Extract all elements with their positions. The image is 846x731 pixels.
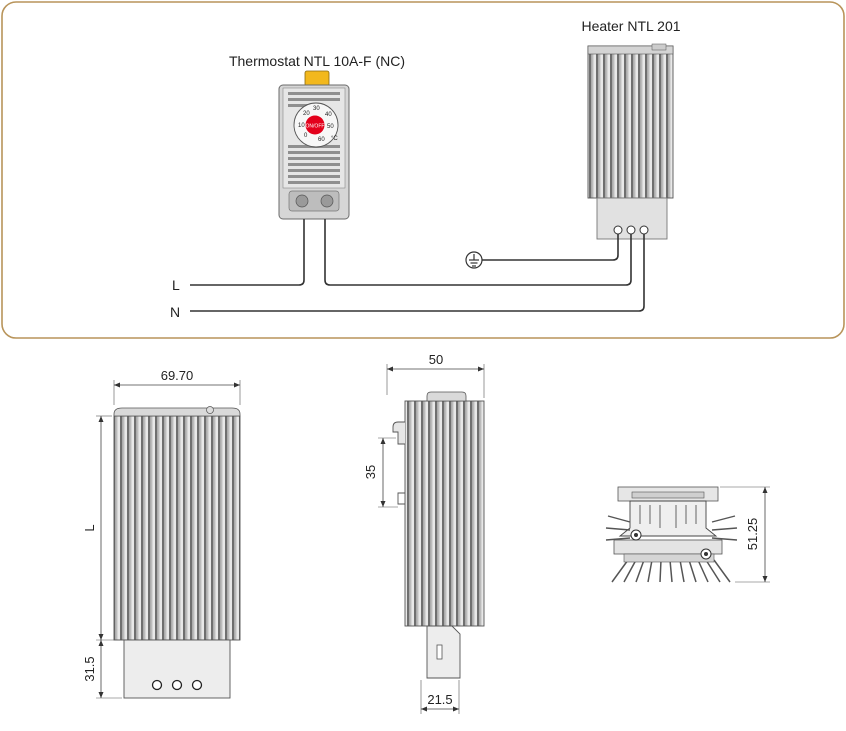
dial-number: 30 <box>313 106 320 112</box>
front-terminal-1-icon <box>151 679 163 691</box>
end-height-dimension: 51.25 <box>745 518 760 551</box>
wire-ground-to-heater <box>482 234 619 261</box>
heater-label: Heater NTL 201 <box>581 18 680 34</box>
heater-terminal-2-icon <box>626 225 636 235</box>
front-terminal-2-icon <box>171 679 183 691</box>
thermostat-device: ON/OFF 20 30 40 10 50 0 60 °C <box>278 70 350 220</box>
thermostat-clip-tab-icon <box>304 70 330 87</box>
front-view-drawing: 69.70 L 31.5 <box>82 368 241 699</box>
side-din-clip <box>392 421 405 445</box>
wires <box>190 219 645 312</box>
front-width-dimension: 69.70 <box>161 368 194 383</box>
heater-device <box>587 43 674 240</box>
dial-number: 20 <box>303 111 310 117</box>
thermostat-label: Thermostat NTL 10A-F (NC) <box>229 53 405 69</box>
front-terminal-height-dimension: 31.5 <box>82 656 97 681</box>
wire-thermostat-to-heater <box>324 219 632 286</box>
dial-center-label: ON/OFF <box>306 124 325 130</box>
front-terminal-3-icon <box>191 679 203 691</box>
thermostat-terminal-left-icon <box>295 194 309 208</box>
wiring-panel-frame <box>1 1 845 339</box>
line-n-label: N <box>170 304 180 320</box>
end-profile-body <box>618 500 718 537</box>
side-terminal-block <box>426 625 461 679</box>
front-heatsink-body <box>113 415 241 641</box>
end-side-fins <box>605 515 738 541</box>
end-view-drawing: 51.25 <box>605 486 770 583</box>
dial-number: 40 <box>325 112 332 118</box>
heater-terminal-1-icon <box>613 225 623 235</box>
wire-n-to-heater <box>190 234 645 312</box>
thermostat-dial-knob-icon <box>305 115 325 135</box>
side-view-drawing: 50 35 21.5 <box>363 352 485 714</box>
ground-symbol-icon <box>465 251 483 269</box>
dial-number: 10 <box>298 123 305 129</box>
line-l-label: L <box>172 277 180 293</box>
front-length-dimension: L <box>82 524 97 531</box>
heater-terminal-block <box>596 197 668 240</box>
heater-terminal-3-icon <box>639 225 649 235</box>
dial-unit: °C <box>331 136 338 142</box>
dial-number: 60 <box>318 137 325 143</box>
thermostat-terminal-right-icon <box>320 194 334 208</box>
wire-l-to-thermostat <box>190 219 305 286</box>
side-clip-spacing-dimension: 35 <box>363 465 378 479</box>
side-depth-dimension: 50 <box>429 352 443 367</box>
dial-number: 0 <box>304 133 308 139</box>
side-bottom-width-dimension: 21.5 <box>427 692 452 707</box>
front-top-screw-icon <box>206 406 214 414</box>
wiring-panel: Thermostat NTL 10A-F (NC) ON/O <box>1 1 845 339</box>
side-heatsink-body <box>404 400 485 627</box>
dial-number: 50 <box>327 124 334 130</box>
